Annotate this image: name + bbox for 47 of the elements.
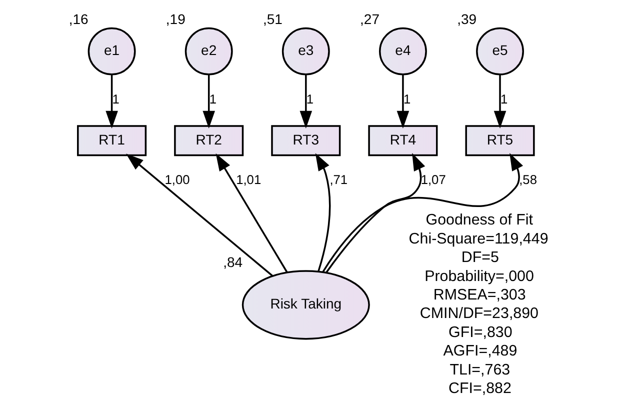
arrow: [314, 153, 330, 272]
edge-label: 1: [112, 92, 119, 107]
node-label: ,19: [165, 11, 185, 28]
node-label: ,84: [222, 254, 242, 270]
node-circle: e2: [184, 27, 232, 76]
node-box: RT4: [368, 125, 438, 156]
edge-label: 1: [500, 92, 508, 107]
edge-label: 1: [306, 92, 314, 107]
edge-label: 1,01: [236, 172, 261, 188]
edge-label: ,71: [329, 172, 348, 188]
node-circle: e4: [378, 27, 426, 76]
arrow: [493, 74, 506, 128]
label: CMIN/DF=23,890: [419, 305, 538, 322]
node-ellipse: Risk Taking: [241, 270, 370, 340]
node-box: RT2: [174, 125, 244, 156]
edge-label: 1: [208, 92, 216, 107]
arrow: [299, 74, 312, 128]
label: TLI=,763: [449, 361, 510, 378]
edge-label: ,58: [518, 172, 537, 188]
node-circle: e5: [476, 27, 524, 76]
arrow: [202, 74, 214, 128]
label: Chi-Square=119,449: [408, 230, 548, 248]
node-box: RT1: [76, 125, 146, 156]
node-circle: e3: [281, 27, 330, 76]
edge-label: 1,07: [420, 172, 446, 188]
arrow: [396, 74, 409, 128]
label: Probability=,000: [424, 268, 534, 285]
arrow: [322, 152, 523, 273]
arrow: [325, 152, 425, 274]
node-label: ,51: [262, 11, 282, 28]
arrow: [215, 153, 288, 273]
label: GFI=,830: [448, 324, 512, 341]
label: CFI=,882: [448, 380, 511, 398]
arrow: [105, 74, 118, 128]
edge-label: 1,00: [164, 172, 190, 188]
arrow: [125, 154, 273, 277]
node-label: ,39: [456, 11, 476, 28]
node-box: RT5: [464, 125, 534, 156]
node-circle: e1: [87, 27, 136, 76]
label: AGFI=,489: [442, 342, 517, 360]
edge-label: 1: [402, 92, 410, 107]
label: DF=5: [460, 249, 498, 266]
node-label: ,27: [360, 11, 380, 28]
label: RMSEA=,303: [432, 286, 526, 304]
label: Goodness of Fit: [425, 212, 532, 229]
node-box: RT3: [270, 125, 340, 156]
node-label: ,16: [68, 11, 88, 28]
